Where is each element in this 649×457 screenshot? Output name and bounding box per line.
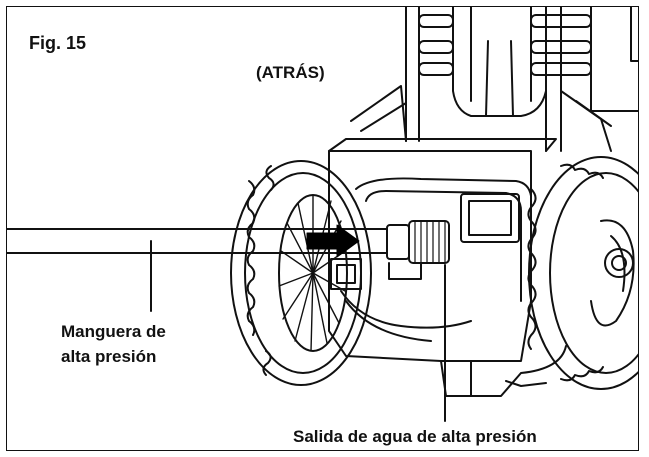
hose-callout-line1: Manguera de — [61, 322, 166, 341]
high-pressure-hose — [7, 228, 388, 254]
insertion-arrow — [306, 224, 360, 258]
machine-body — [328, 138, 567, 397]
left-wheel — [230, 160, 372, 386]
outlet-fitting — [330, 220, 472, 342]
view-label: (ATRÁS) — [256, 63, 325, 82]
outlet-callout: Salida de agua de alta presión — [293, 427, 537, 446]
handle-frame — [350, 7, 638, 152]
figure-number: Fig. 15 — [29, 33, 87, 53]
pressure-washer-rear-illustration — [7, 7, 638, 422]
hose-callout: Manguera de alta presión — [61, 319, 166, 369]
figure-frame: Fig. 15 (ATRÁS) Manguera de alta presión… — [6, 6, 639, 451]
hose-callout-line2: alta presión — [61, 347, 157, 366]
right-wheel — [527, 156, 638, 390]
